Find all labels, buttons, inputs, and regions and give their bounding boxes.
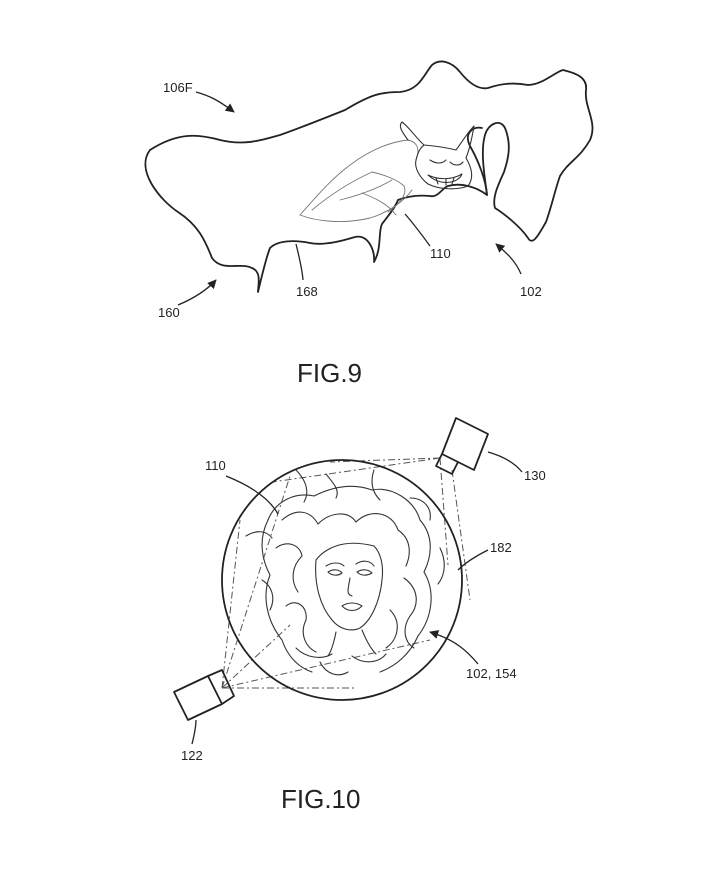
label-110-fig9: 110 [430, 246, 451, 261]
leader-160 [177, 279, 217, 306]
leader-168 [295, 243, 304, 281]
projector-122 [173, 669, 235, 721]
leader-110 [404, 213, 431, 247]
label-130: 130 [524, 468, 546, 483]
figure-9: 106F 110 102 160 168 FIG.9 [144, 60, 594, 388]
hair-strands [245, 469, 445, 676]
leader-106f [195, 91, 235, 113]
label-182: 182 [490, 540, 512, 555]
leader-110-fig10 [225, 475, 279, 515]
leader-102 [495, 243, 522, 275]
projection-cone-130 [271, 457, 471, 601]
label-160: 160 [158, 305, 180, 320]
face [315, 542, 384, 657]
projector-130 [435, 417, 489, 475]
leader-130 [487, 451, 523, 473]
ghost-figure [299, 121, 475, 222]
caption-fig10: FIG.10 [281, 784, 360, 814]
figure-10: 110 130 182 102, 154 122 FIG.10 [173, 417, 546, 814]
label-110-fig10: 110 [205, 458, 226, 473]
sphere-surface [221, 459, 463, 701]
cloud-outline [144, 60, 594, 293]
label-102-154: 102, 154 [466, 666, 517, 681]
leader-102-154 [429, 630, 479, 665]
label-122: 122 [181, 748, 203, 763]
label-102-fig9: 102 [520, 284, 542, 299]
leader-122 [191, 719, 197, 745]
caption-fig9: FIG.9 [297, 358, 362, 388]
leader-182 [457, 549, 489, 571]
label-106f: 106F [163, 80, 193, 95]
label-168: 168 [296, 284, 318, 299]
